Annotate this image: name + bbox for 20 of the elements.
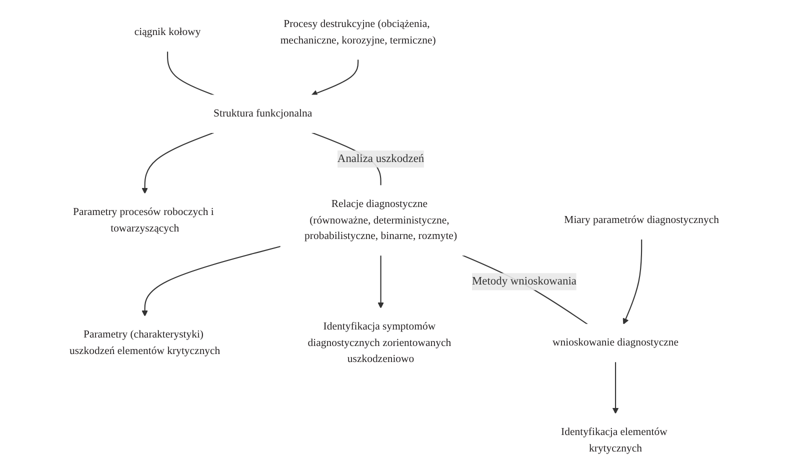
arrow bbox=[622, 239, 642, 325]
arrow bbox=[311, 59, 358, 96]
node-text: wnioskowanie diagnostyczne bbox=[552, 337, 678, 349]
node-text: Parametry procesów roboczych i towarzyszących bbox=[72, 206, 214, 234]
arrow bbox=[378, 255, 384, 308]
node-text: Procesy destrukcyjne (obciążenia, mechaniczne, korozyjne, termiczne) bbox=[280, 18, 436, 46]
arrow bbox=[142, 132, 214, 194]
arrow bbox=[142, 246, 281, 316]
node-text: Struktura funkcjonalna bbox=[213, 108, 312, 120]
node-text: Miary parametrów diagnostycznych bbox=[564, 214, 719, 226]
node-text: Parametry (charakterystyki) uszkodzeń elementów krytycznych bbox=[69, 329, 220, 357]
connector bbox=[462, 254, 588, 325]
node-text: Identyfikacja symptomów diagnostycznych zorientowanych uszkodzeniowo bbox=[308, 321, 451, 365]
connector bbox=[166, 51, 214, 96]
node-text: Identyfikacja elementów krytycznych bbox=[560, 426, 668, 454]
edge-label: Analiza uszkodzeń bbox=[337, 152, 424, 165]
edge-label: Metody wnioskowania bbox=[472, 275, 576, 288]
arrow bbox=[612, 362, 619, 414]
node-text: ciągnik kołowy bbox=[134, 26, 201, 38]
node-text: Relacje diagnostyczne (równoważne, deterministyczne, probabilistyczne, binarne, rozmyte) bbox=[304, 198, 457, 242]
